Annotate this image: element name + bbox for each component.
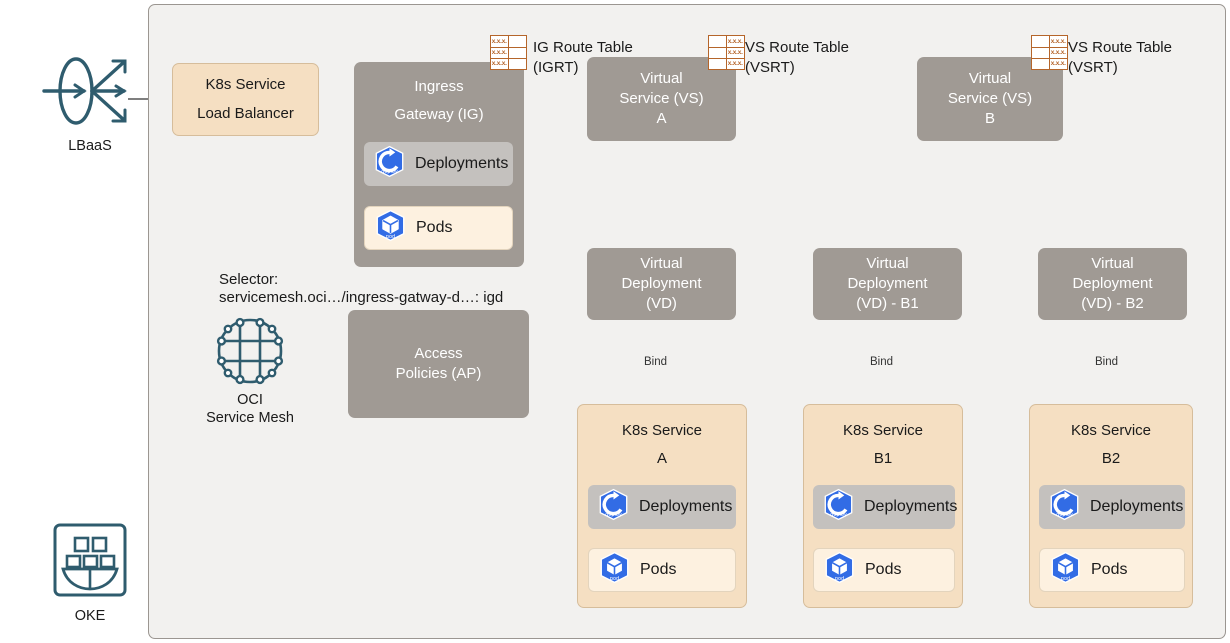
pods-icon: pod [598, 551, 631, 589]
oke-container-ship-icon [53, 523, 127, 597]
node-virtual-service-b[interactable]: Virtual Service (VS) B [917, 57, 1063, 141]
deployments-icon: deploy [373, 145, 406, 183]
vsrt-a-cell-text: x.x.x. [726, 47, 744, 59]
svg-text:pod: pod [835, 576, 844, 582]
lb-line2: Load Balancer [197, 105, 294, 122]
igrt-cell-text: x.x.x. [491, 47, 509, 59]
k8s-service-b2-pods-chip[interactable]: pod Pods [1039, 548, 1185, 592]
ig-line2: Gateway (IG) [394, 105, 484, 123]
vdb2-line2: Deployment [1072, 275, 1153, 293]
node-virtual-service-a[interactable]: Virtual Service (VS) A [587, 57, 736, 141]
igrt-label-line1: IG Route Table [533, 39, 633, 56]
vsb-line1: Virtual [968, 70, 1012, 88]
pods-label: Pods [865, 561, 902, 578]
pods-icon: pod [1049, 551, 1082, 589]
deployments-label: Deployments [1090, 498, 1184, 515]
k8s-service-b1-pods-chip[interactable]: pod Pods [813, 548, 955, 592]
vdb1-line1: Virtual [866, 255, 909, 273]
igrt-route-table-icon: x.x.x. x.x.x. x.x.x. [490, 35, 527, 70]
bind-label-b1: Bind [867, 356, 897, 368]
vsa-line1: Virtual [640, 70, 683, 88]
vsrt-b-cell-text: x.x.x. [1049, 47, 1067, 59]
vsrt-b-label-line1: VS Route Table [1068, 39, 1172, 56]
igrt-cell-text: x.x.x. [491, 36, 509, 47]
svg-text:pod: pod [386, 234, 395, 240]
svcb1-line1: K8s Service [842, 422, 924, 439]
svg-text:pod: pod [610, 576, 619, 582]
bind-label-b2: Bind [1092, 356, 1122, 368]
vsrt-a-label-line2: (VSRT) [745, 59, 795, 76]
vdb1-line3: (VD) - B1 [856, 294, 919, 312]
node-virtual-deployment[interactable]: Virtual Deployment (VD) [587, 248, 736, 320]
k8s-service-b2-deployments-chip[interactable]: deploy Deployments [1039, 485, 1185, 529]
oci-service-mesh-icon [212, 313, 288, 389]
vsrt-a-label-line1: VS Route Table [745, 39, 849, 56]
vsb-line3: B [984, 109, 995, 127]
oke-label: OKE [74, 608, 106, 624]
vsrt-a-cell-text: x.x.x. [726, 59, 744, 69]
svca-line1: K8s Service [621, 422, 703, 439]
pods-icon: pod [374, 209, 407, 247]
ingress-gateway-deployments-chip[interactable]: deploy Deployments [364, 142, 513, 186]
svg-text:deploy: deploy [605, 512, 622, 518]
vdb1-line2: Deployment [847, 275, 928, 293]
k8s-service-a-deployments-chip[interactable]: deploy Deployments [588, 485, 736, 529]
vsa-line2: Service (VS) [619, 90, 704, 108]
vd-line2: Deployment [621, 275, 702, 293]
ingress-gateway-pods-chip[interactable]: pod Pods [364, 206, 513, 250]
vd-line3: (VD) [646, 294, 677, 312]
oci-service-mesh-label-line1: OCI [237, 392, 263, 408]
vsb-line2: Service (VS) [947, 90, 1033, 108]
svg-text:deploy: deploy [1056, 512, 1073, 518]
vsrt-b-cell-text: x.x.x. [1049, 36, 1067, 47]
svcb2-line2: B2 [1101, 449, 1121, 467]
svcb2-line1: K8s Service [1070, 422, 1152, 439]
pods-label: Pods [416, 219, 453, 236]
vsrt-a-route-table-icon: x.x.x. x.x.x. x.x.x. [708, 35, 745, 70]
pods-label: Pods [1091, 561, 1128, 578]
svcb1-line2: B1 [873, 449, 893, 467]
vsrt-b-cell-text: x.x.x. [1049, 59, 1067, 69]
pods-label: Pods [640, 561, 677, 578]
svg-text:pod: pod [1061, 576, 1070, 582]
igrt-cell-text: x.x.x. [491, 59, 509, 69]
vsa-line3: A [656, 109, 667, 127]
node-virtual-deployment-b2[interactable]: Virtual Deployment (VD) - B2 [1038, 248, 1187, 320]
lbaas-icon [40, 52, 140, 130]
vdb2-line1: Virtual [1091, 255, 1134, 273]
ap-line2: Policies (AP) [395, 365, 482, 382]
ap-line1: Access [414, 345, 463, 363]
vd-line1: Virtual [640, 255, 683, 273]
k8s-service-a-pods-chip[interactable]: pod Pods [588, 548, 736, 592]
deployments-icon: deploy [1048, 488, 1081, 526]
node-k8s-service-load-balancer[interactable]: K8s Service Load Balancer [172, 63, 319, 136]
oci-service-mesh-label-line2: Service Mesh [206, 410, 294, 426]
node-access-policies[interactable]: Access Policies (AP) [348, 310, 529, 418]
selector-line1: Selector: [219, 271, 279, 288]
deployments-label: Deployments [864, 498, 958, 515]
deployments-icon: deploy [597, 488, 630, 526]
pods-icon: pod [823, 551, 856, 589]
svg-text:deploy: deploy [830, 512, 847, 518]
svg-text:deploy: deploy [381, 169, 398, 175]
lb-line1: K8s Service [205, 76, 286, 94]
node-virtual-deployment-b1[interactable]: Virtual Deployment (VD) - B1 [813, 248, 962, 320]
deployments-label: Deployments [639, 498, 733, 515]
igrt-label-line2: (IGRT) [533, 59, 579, 76]
ig-line1: Ingress [414, 78, 464, 95]
deployments-icon: deploy [822, 488, 855, 526]
selector-line2: servicemesh.oci…/ingress-gatway-d…: igd [219, 289, 504, 306]
vsrt-b-route-table-icon: x.x.x. x.x.x. x.x.x. [1031, 35, 1068, 70]
vdb2-line3: (VD) - B2 [1081, 294, 1144, 312]
bind-label-a: Bind [641, 356, 671, 368]
k8s-service-b1-deployments-chip[interactable]: deploy Deployments [813, 485, 958, 529]
vsrt-a-cell-text: x.x.x. [726, 36, 744, 47]
deployments-label: Deployments [415, 155, 509, 172]
svca-line2: A [656, 449, 667, 467]
lbaas-label: LBaaS [68, 138, 112, 154]
vsrt-b-label-line2: (VSRT) [1068, 59, 1118, 76]
